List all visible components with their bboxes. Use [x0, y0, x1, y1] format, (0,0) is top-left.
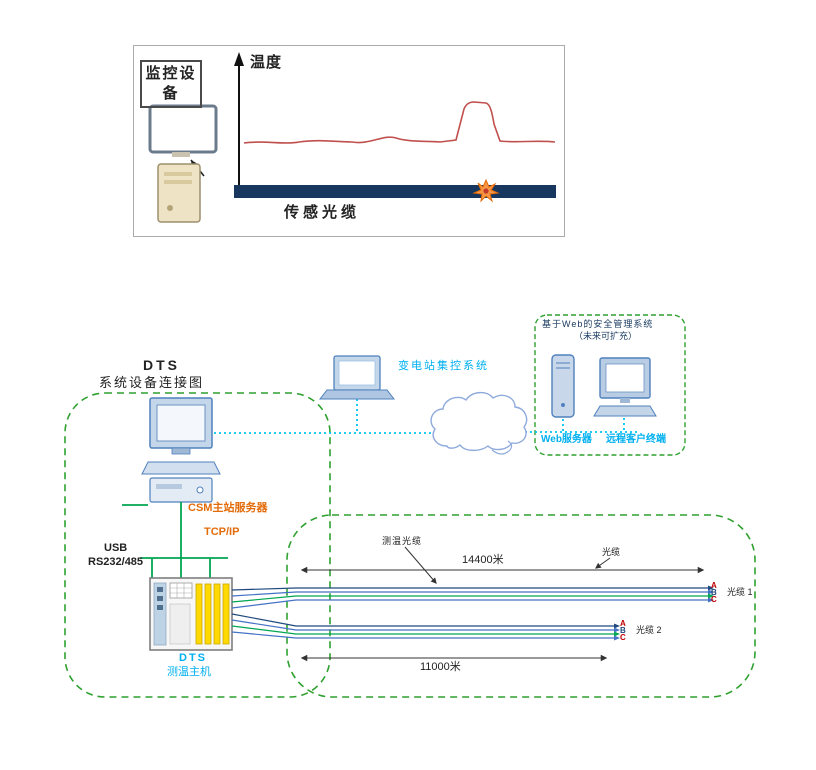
fiber-label-leader — [404, 546, 437, 584]
dts-station-boundary — [64, 392, 331, 698]
principle-graphics — [148, 52, 556, 223]
network-cloud-icon — [430, 391, 528, 455]
temperature-curve — [243, 101, 556, 144]
station-wiring — [122, 502, 228, 578]
cable1-wire-b: B — [711, 588, 717, 597]
cable2-wire-b: B — [620, 626, 626, 635]
csm-server-icon — [141, 397, 221, 503]
csm-server-label: CSM主站服务器 — [188, 502, 268, 514]
diagram-title-line2: 系统设备连接图 — [99, 375, 205, 390]
tcp-ip-label: TCP/IP — [204, 526, 240, 538]
dts-host-name: DTS — [179, 652, 207, 664]
cable1-name: 光缆 1 — [727, 587, 753, 597]
web-server-icon — [551, 354, 575, 418]
cable-label-leader — [595, 557, 611, 569]
fiber-cable-2 — [231, 613, 620, 641]
rs232-label: RS232/485 — [88, 556, 144, 568]
temperature-principle-diagram: 监控设备 温度 传感光缆 — [133, 45, 565, 237]
sensing-cable-label: 传感光缆 — [284, 204, 361, 221]
web-box-subtitle: （未来可扩充） — [574, 331, 638, 341]
cable2-wire-c: C — [620, 633, 626, 642]
cable1-wire-c: C — [711, 595, 717, 604]
diagram-title-line1: DTS — [143, 357, 180, 373]
network-links — [214, 399, 638, 434]
remote-client-icon — [593, 357, 657, 417]
axis-arrow-icon — [234, 52, 244, 66]
dts-host-sub: 测温主机 — [167, 666, 211, 678]
sensing-cable-bar — [234, 185, 556, 198]
substation-laptop-icon — [318, 355, 396, 400]
temperature-axis-label: 温度 — [250, 54, 283, 71]
web-system-boundary — [534, 314, 686, 456]
cable1-wire-a: A — [711, 581, 717, 590]
cable-callout: 光缆 — [602, 547, 621, 557]
web-server-label: Web服务器 — [541, 434, 592, 445]
usb-label: USB — [104, 542, 128, 554]
cable2-name: 光缆 2 — [636, 625, 662, 635]
fiber-cable-callout: 测温光缆 — [382, 536, 423, 546]
dts-host-icon — [149, 577, 233, 651]
cable2-wire-a: A — [620, 619, 626, 628]
hotspot-icon — [472, 178, 500, 203]
fiber-cable-1 — [231, 585, 714, 609]
cable1-length: 14400米 — [462, 554, 504, 566]
web-box-title: 基于Web的安全管理系统 — [542, 319, 654, 329]
substation-system-label: 变电站集控系统 — [398, 360, 489, 372]
monitoring-computer-icon — [148, 104, 218, 223]
fiber-field-boundary — [286, 514, 756, 698]
cable2-length: 11000米 — [420, 661, 461, 673]
monitoring-device-label: 监控设备 — [140, 60, 202, 108]
dts-system-graphics — [64, 314, 756, 698]
remote-client-label: 远程客户终端 — [606, 434, 666, 445]
temperature-axis — [234, 52, 244, 185]
